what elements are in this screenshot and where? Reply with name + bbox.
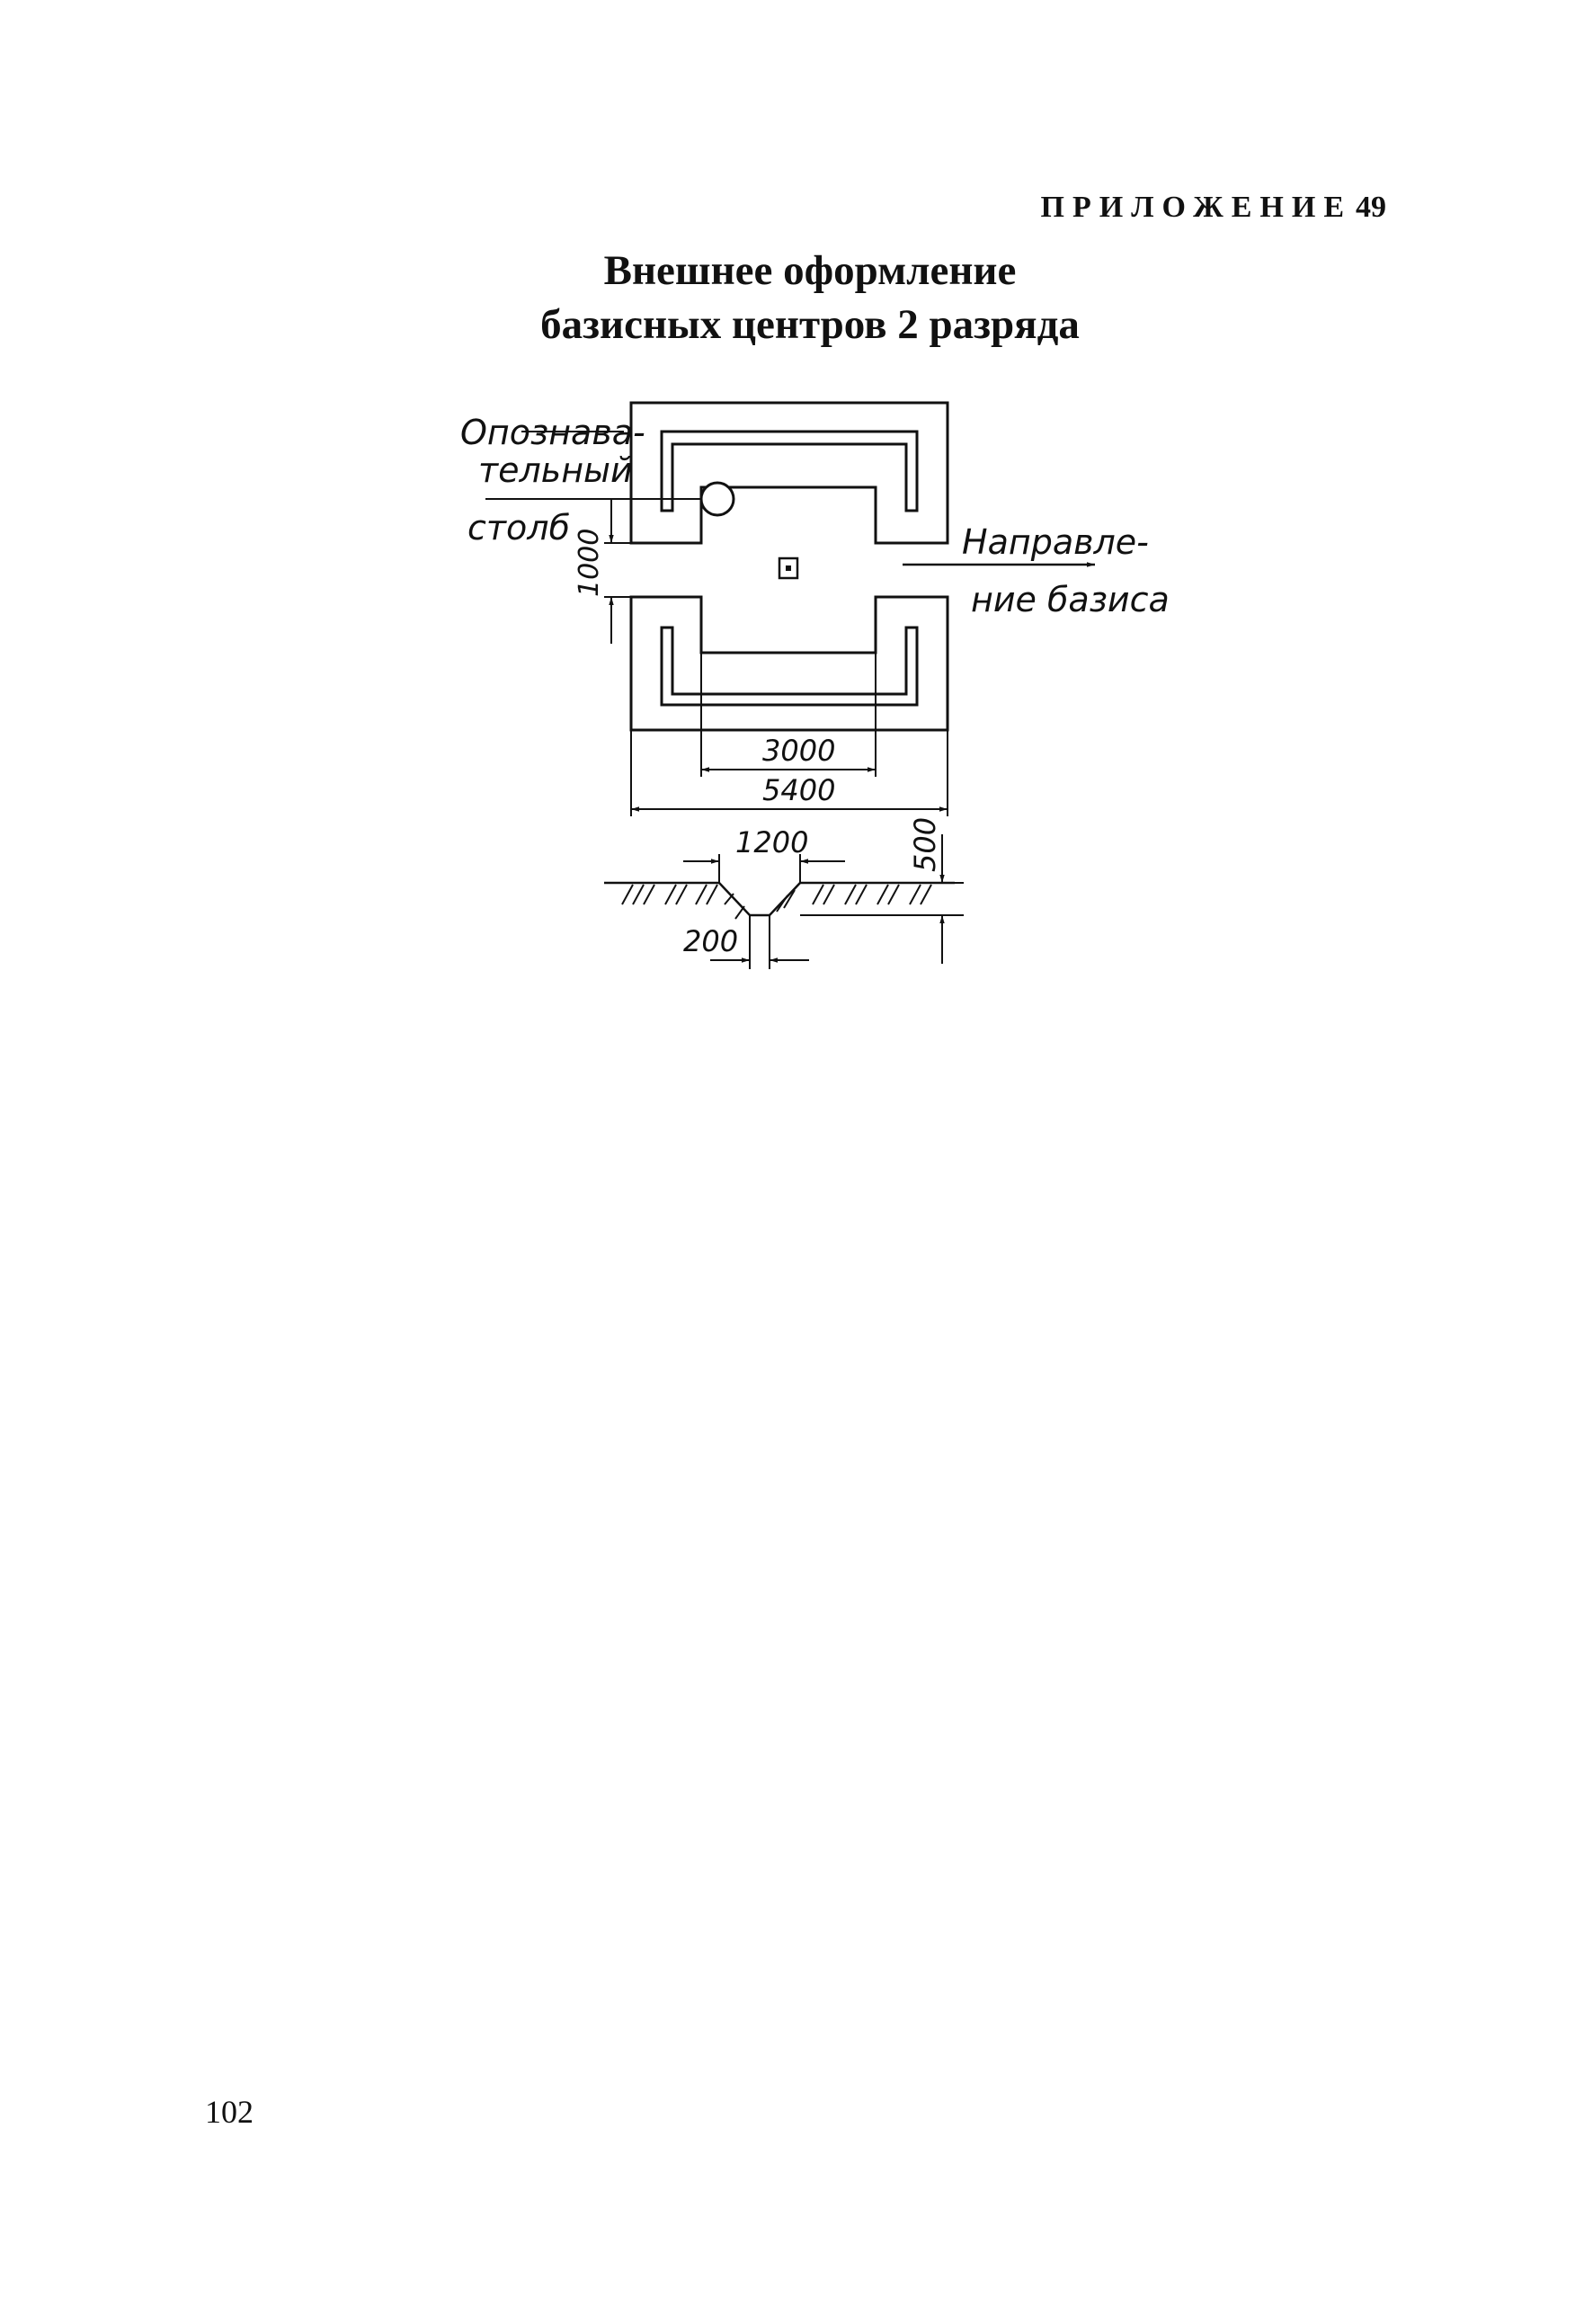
post-label-2: тельный [478,450,633,490]
dim-ditch-depth-500: 500 [908,817,942,872]
title-line-2: базисных центров 2 разряда [540,301,1080,348]
dim-ditch-bottom-200: 200 [683,924,738,958]
dim-outer-5400: 5400 [762,773,835,807]
bottom-trench-outer [629,595,949,732]
center-mark-point [786,565,791,571]
appendix-number: 49 [1356,191,1386,224]
dim-ditch-top-1200: 1200 [735,825,808,859]
top-trench-outer [629,401,949,545]
direction-label-2: ние базиса [971,580,1170,619]
appendix-label: ПРИЛОЖЕНИЕ [1040,191,1352,224]
ground-hatching [621,884,932,920]
post-label-3: столб [467,508,570,548]
bottom-trench-inner [660,626,919,707]
identification-post [699,481,735,517]
dim-gap-1000: 1000 [574,529,605,597]
top-trench-inner [660,430,919,512]
post-label-1: Опознава- [460,413,645,452]
dim-inner-3000: 3000 [762,734,835,768]
ditch-profile [718,882,801,917]
center-mark [778,557,799,580]
page-number: 102 [205,2094,254,2130]
direction-label-1: Направле- [962,522,1149,562]
title-line-1: Внешнее оформление [603,247,1017,294]
